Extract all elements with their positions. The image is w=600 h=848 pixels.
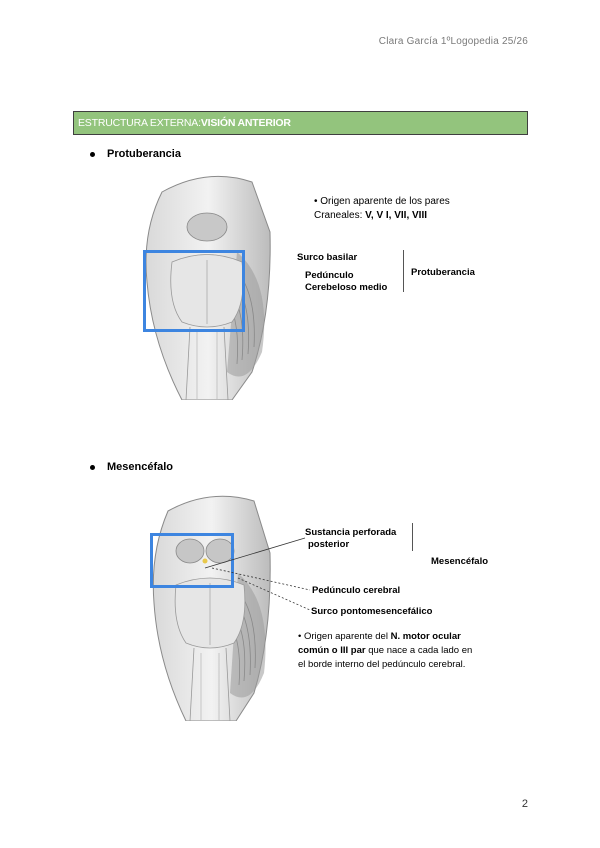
label-sustancia-line-2: posterior [308, 539, 350, 550]
label-pedunculo-line-2: Cerebeloso medio [305, 282, 388, 293]
bullet-label: Mesencéfalo [107, 461, 174, 473]
group-label-mesencefalo: Mesencéfalo [431, 556, 489, 567]
note-line-1: • Origen aparente de los pares [314, 196, 450, 207]
note-line-2-suffix: que nace a cada lado en [365, 645, 473, 656]
bullet-mesencefalo: Mesencéfalo [90, 461, 173, 473]
section-title: VISIÓN ANTERIOR [200, 117, 291, 129]
note-line-3: el borde interno del pedúnculo cerebral. [298, 659, 466, 670]
bullet-dot [90, 151, 95, 157]
note-line-2-bold: V, V I, VII, VIII [365, 210, 428, 221]
group-divider-protuberancia [403, 250, 404, 292]
highlight-box-mesencefalo [150, 533, 234, 588]
label-surco-basilar: Surco basilar [297, 252, 358, 263]
bullet-protuberancia: Protuberancia [90, 148, 181, 160]
header-note: Clara García 1ºLogopedia 25/26 [378, 36, 528, 47]
label-pedunculo-line-1: Pedúnculo [305, 270, 354, 281]
note-line-2: común o III par que nace a cada lado en [298, 644, 472, 658]
brainstem-figure-1 [145, 175, 271, 400]
label-surco-pontomesencefalico: Surco pontomesencefálico [311, 606, 433, 617]
note-line-1-bold: N. motor ocular [390, 631, 461, 642]
note-line-2-bold: común o III par [298, 645, 366, 656]
label-sustancia-perforada: Sustancia perforada posterior [305, 527, 396, 551]
brainstem-figure-2 [152, 495, 271, 721]
group-divider-mesencefalo [412, 523, 413, 551]
note-line-2-prefix: Craneales: [314, 210, 366, 221]
page-number: 2 [521, 798, 528, 810]
note-line-1-prefix: • Origen aparente del [298, 631, 391, 642]
bullet-label: Protuberancia [107, 148, 181, 160]
label-sustancia-line-1: Sustancia perforada [305, 527, 397, 538]
label-pedunculo-cerebeloso: Pedúnculo Cerebeloso medio [305, 270, 387, 294]
group-label-protuberancia: Protuberancia [411, 267, 475, 278]
bullet-dot [90, 464, 95, 470]
highlight-box-protuberancia [143, 250, 245, 332]
label-pedunculo-cerebral: Pedúnculo cerebral [312, 585, 401, 596]
protuberancia-note: • Origen aparente de los pares Craneales… [314, 195, 450, 223]
note-line-2: Craneales: V, V I, VII, VIII [314, 209, 450, 223]
mesencefalo-note: • Origen aparente del N. motor ocular co… [298, 630, 472, 672]
section-prefix: ESTRUCTURA EXTERNA: [78, 117, 201, 129]
section-bar: ESTRUCTURA EXTERNA: VISIÓN ANTERIOR [73, 111, 528, 135]
note-line-1: • Origen aparente del N. motor ocular [298, 630, 472, 644]
